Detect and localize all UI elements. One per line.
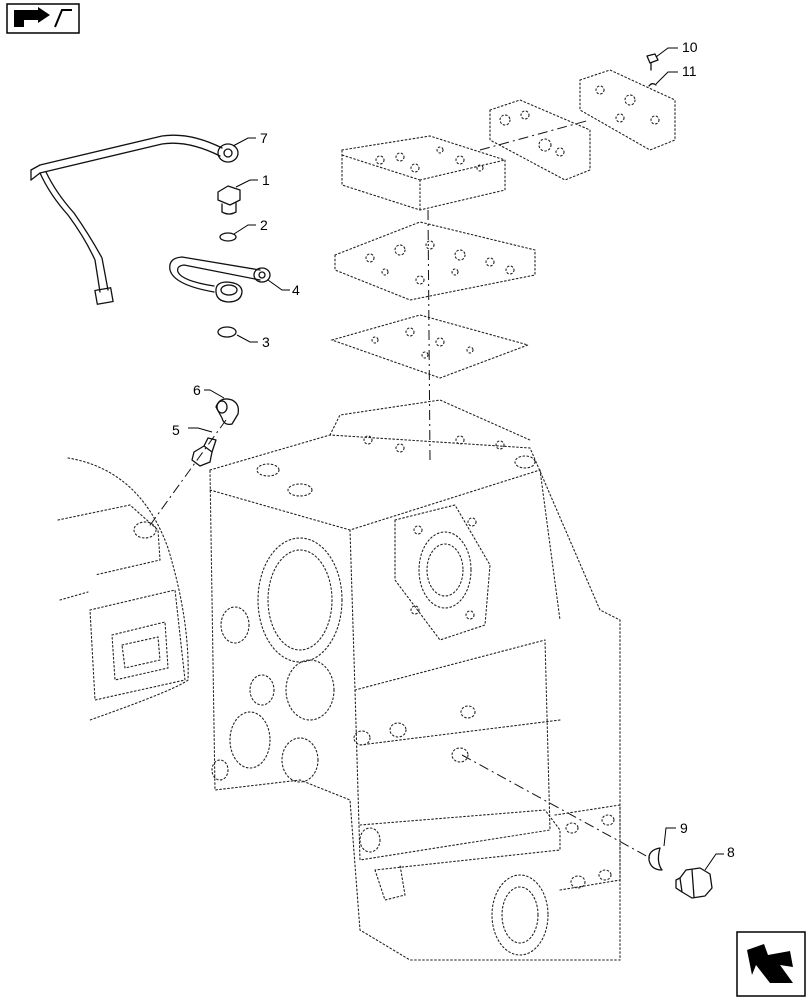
transmission-housing: [209, 399, 621, 961]
centerline-plug: [461, 754, 651, 859]
pipe-part-7: [30, 134, 239, 305]
screw-part-10: [646, 53, 659, 71]
callout-9: 9: [680, 820, 688, 836]
fitting-part-5: [191, 437, 217, 467]
washer-part-3: [217, 326, 237, 338]
valve-plate-upper: [341, 135, 506, 211]
centerline-fitting: [147, 419, 227, 529]
side-housing: [57, 457, 189, 721]
bolt-part-1: [217, 185, 241, 215]
callout-3: 3: [262, 334, 270, 350]
valve-plate-middle: [334, 221, 536, 301]
callout-5: 5: [172, 422, 180, 438]
leader-lines: [188, 47, 724, 871]
callout-7: 7: [260, 130, 268, 146]
valve-gasket: [330, 314, 530, 379]
centerline-solenoids: [479, 119, 591, 151]
washer-part-11: [648, 83, 657, 87]
callout-6: 6: [193, 382, 201, 398]
solenoid-block-right: [579, 69, 676, 151]
callout-8: 8: [727, 844, 735, 860]
oring-part-9: [648, 847, 663, 871]
callout-4: 4: [292, 282, 300, 298]
solenoid-block-left: [489, 99, 591, 181]
back-navigation-icon[interactable]: [6, 3, 80, 34]
callout-2: 2: [260, 217, 268, 233]
washer-part-2: [219, 232, 237, 242]
callout-10: 10: [682, 39, 698, 55]
centerline-valve-stack: [427, 209, 431, 461]
callout-11: 11: [682, 63, 697, 79]
elbow-part-6: [215, 398, 240, 426]
plug-part-8: [675, 867, 713, 899]
callout-1: 1: [262, 172, 270, 188]
pipe-part-4: [169, 256, 271, 303]
forward-navigation-icon[interactable]: [736, 931, 806, 997]
